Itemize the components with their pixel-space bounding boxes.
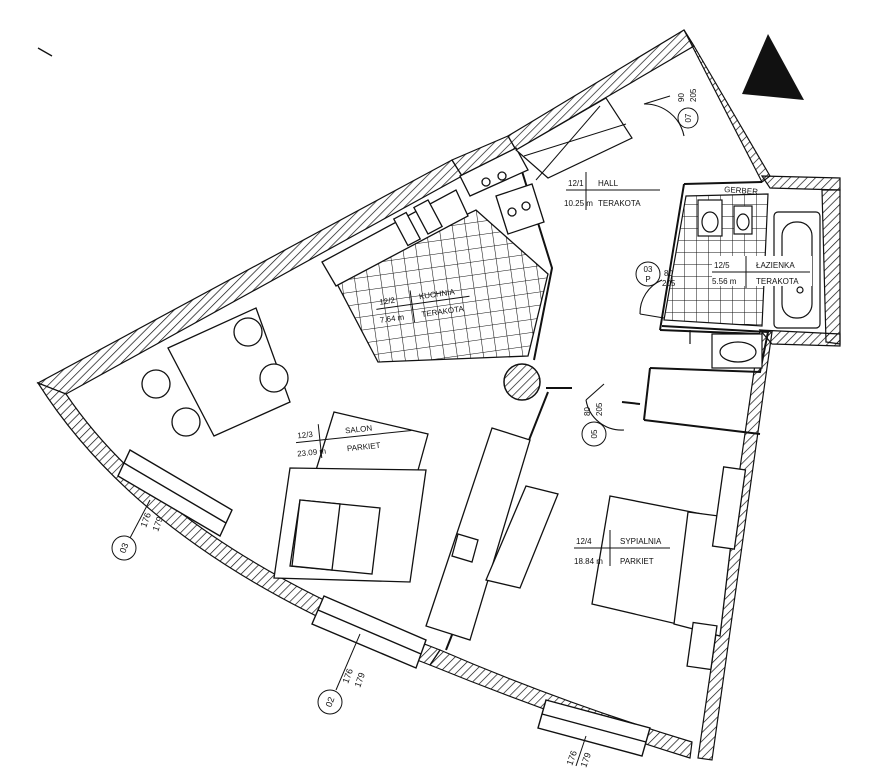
window-tag-w2: 02 176 179 [317,633,367,715]
kitchen-number: 12/2 [379,296,396,307]
living-number: 12/3 [297,430,314,441]
door-tag-bath: 03 P 80 205 [635,261,676,288]
bed-door-size: 80 [583,407,592,416]
living-finish: PARKIET [346,441,381,453]
hall-upper-floor [514,97,633,179]
wardrobe [523,105,627,181]
bath-door-tag: 03 [644,265,653,274]
stray-mark [37,47,53,57]
bath-door-height: 205 [662,279,676,288]
bedroom-name: SYPIALNIA [620,537,662,546]
chimney-column [503,363,541,401]
door-tag-entry: 07 90 205 [677,88,699,129]
room-label-bedroom: 12/4 SYPIALNIA 18.84 m PARKIET [574,530,670,566]
bathroom-finish: TERAKOTA [756,277,799,286]
hall-area: 10.25 m [564,199,593,208]
room-label-hall: 12/1 HALL 10.25 m TERAKOTA [564,172,660,210]
hall-name: HALL [598,179,619,188]
room-label-living: 12/3 SALON 23.09 m PARKIET [295,424,412,459]
bedroom-number: 12/4 [576,537,592,546]
kitchen-counter [321,147,545,287]
w2-height: 179 [352,671,367,689]
w3-width: 176 [564,749,579,767]
w3-height: 179 [578,751,593,768]
entry-door-tag: 07 [684,113,693,122]
hall-number: 12/1 [568,179,584,188]
bedroom-area: 18.84 m [574,557,603,566]
bath-door-size: 80 [664,269,673,278]
bathroom-area: 5.56 m [712,277,737,286]
hall-finish: TERAKOTA [598,199,641,208]
entry-door-height: 205 [689,88,698,102]
bed-door-height: 205 [595,402,604,416]
room-label-bathroom: 12/5 ŁAZIENKA 5.56 m TERAKOTA [712,256,812,288]
sofa-set [273,411,429,583]
dining-table [141,307,291,437]
bedroom-finish: PARKIET [620,557,654,566]
bathroom-number: 12/5 [714,261,730,270]
window-tag-w1: 03 176 179 [111,499,165,561]
door-swings [585,95,685,431]
window-tag-w3: 176 179 [564,735,593,768]
bathroom-name: ŁAZIENKA [756,261,795,270]
kitchen-floor-tiles [333,209,549,363]
door-tag-bed: 05 80 205 [581,402,607,447]
north-arrow-icon [742,34,804,100]
entry-door-size: 90 [677,93,686,102]
bath-door-code: P [645,275,650,284]
w1-width: 176 [138,511,153,529]
w1-tag: 03 [118,542,131,555]
bedroom-furniture [425,427,747,671]
w2-tag: 02 [324,696,337,709]
gerber-annotation: GERBER [724,185,759,196]
bed-door-tag: 05 [590,429,599,438]
w2-width: 176 [340,667,355,685]
kitchen-area: 7.64 m [379,313,405,325]
window-frames [117,449,651,757]
living-area: 23.09 m [297,447,327,459]
living-name: SALON [345,424,373,436]
w1-height: 179 [150,515,165,533]
